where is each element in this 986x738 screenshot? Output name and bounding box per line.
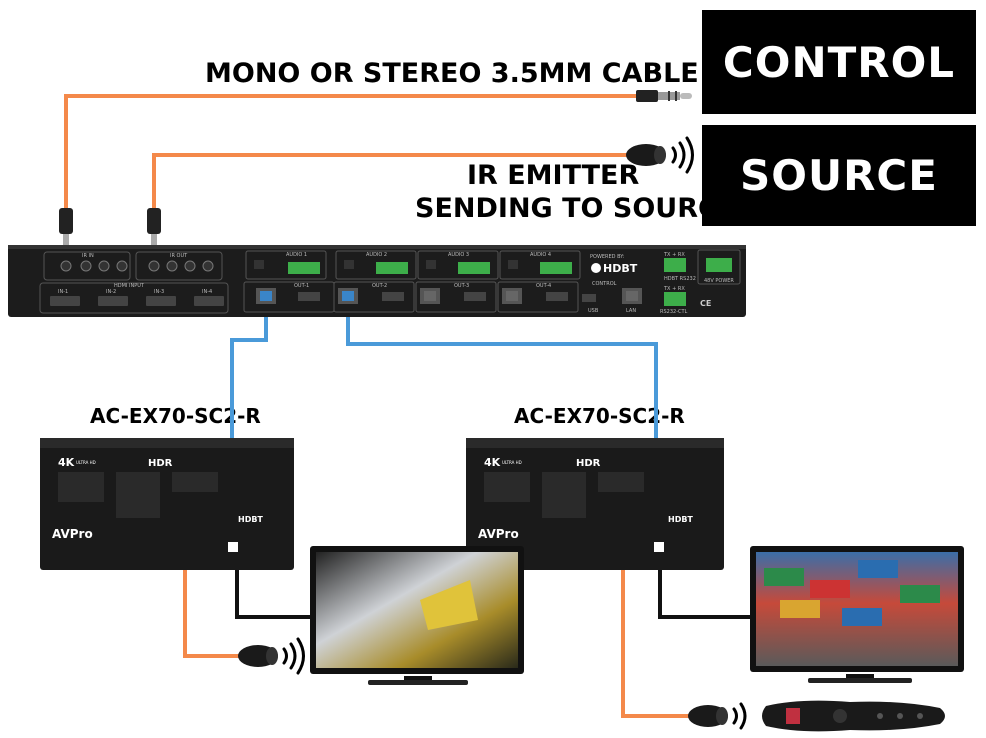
control-box: CONTROL <box>702 10 976 114</box>
out-3-label: OUT-3 <box>454 283 469 289</box>
matrix-hdbt-logo: HDBT <box>603 262 638 275</box>
receiver-right: 4K ULTRA HD HDR AVPro HDBT <box>466 438 724 570</box>
audio-1-label: AUDIO 1 <box>286 252 307 258</box>
receiver-right-4k: 4K <box>484 456 501 469</box>
receiver-left-4k: 4K <box>58 456 75 469</box>
mono-cable-label: MONO OR STEREO 3.5MM CABLE <box>205 58 699 89</box>
input-3-label: IN-3 <box>154 289 164 295</box>
tv-icon <box>750 546 964 683</box>
receiver-right-uhd: ULTRA HD <box>502 460 522 465</box>
receiver-right-hdr: HDR <box>576 458 601 469</box>
cables <box>64 94 752 718</box>
input-4-label: IN-4 <box>202 289 212 295</box>
power-label: 48V POWER <box>704 278 734 284</box>
ir-emitter-icon <box>238 645 278 667</box>
ir-cable-right <box>621 570 690 718</box>
ir-waves-icon <box>671 136 694 174</box>
out-2-label: OUT-2 <box>372 283 387 289</box>
hdmi-input-label: HDMI INPUT <box>114 283 145 289</box>
hdmi-cable-left <box>235 570 312 619</box>
hdbt-cable-2 <box>346 308 658 440</box>
control-audio-cable <box>64 94 636 210</box>
hdmi-cable-right <box>658 570 752 619</box>
ir-out-jack <box>147 208 161 250</box>
audio-3-label: AUDIO 3 <box>448 252 469 258</box>
ir-emitter-label-line2: SENDING TO SOURCE <box>415 193 737 224</box>
ir-cable-left <box>183 570 240 658</box>
ir-emitter-icon <box>626 144 666 166</box>
usb-label: USB <box>588 308 599 314</box>
ir-in-jack <box>59 208 73 250</box>
ir-emitter-source-cable <box>152 153 628 210</box>
txrx-label-1: TX + RX <box>663 252 685 258</box>
output-group-2: AUDIO 2 OUT-2 <box>333 250 417 313</box>
out-1-label: OUT-1 <box>294 283 309 289</box>
tv-icon <box>310 546 524 685</box>
receiver-left-brand: AVPro <box>52 527 93 541</box>
receiver-left-uhd: ULTRA HD <box>76 460 96 465</box>
receiver-right-brand: AVPro <box>478 527 519 541</box>
powered-by-label: POWERED BY: <box>590 254 625 260</box>
ir-emitter-label-line1: IR EMITTER <box>467 160 640 191</box>
output-group-3: AUDIO 3 OUT-3 <box>415 250 499 313</box>
txrx-label-2: TX + RX <box>663 286 685 292</box>
receiver-left: 4K ULTRA HD HDR AVPro HDBT <box>40 438 294 570</box>
control-label: CONTROL <box>722 37 956 87</box>
rs232-ctl-label: RS232-CTL <box>660 309 688 315</box>
svg-text:CE: CE <box>700 299 711 308</box>
audio-jack-icon <box>636 90 692 102</box>
ir-in-label: IR IN <box>82 253 94 259</box>
audio-4-label: AUDIO 4 <box>530 252 551 258</box>
hdbt-cable-1 <box>230 308 268 440</box>
ir-waves-icon <box>732 702 747 730</box>
input-1-label: IN-1 <box>58 289 68 295</box>
ir-out-label: IR OUT <box>170 253 188 259</box>
control-port-label: CONTROL <box>592 281 617 287</box>
source-label: SOURCE <box>740 151 938 200</box>
remote-icon <box>762 700 945 732</box>
receiver-left-hdr: HDR <box>148 458 173 469</box>
source-box: SOURCE <box>702 125 976 226</box>
ir-emitter-icon <box>688 705 728 727</box>
input-2-label: IN-2 <box>106 289 116 295</box>
out-4-label: OUT-4 <box>536 283 551 289</box>
receiver-left-hdbt: HDBT <box>238 515 263 524</box>
lan-label: LAN <box>626 308 636 314</box>
ir-waves-icon <box>282 637 305 675</box>
output-group-4: AUDIO 4 OUT-4 <box>497 250 581 313</box>
receiver-right-hdbt: HDBT <box>668 515 693 524</box>
hdbt-rs232-label: HDBT RS232 <box>664 276 696 282</box>
matrix-switcher: IR IN IR OUT HDMI INPUT IN-1 IN-2 IN-3 I… <box>8 245 746 317</box>
audio-2-label: AUDIO 2 <box>366 252 387 258</box>
